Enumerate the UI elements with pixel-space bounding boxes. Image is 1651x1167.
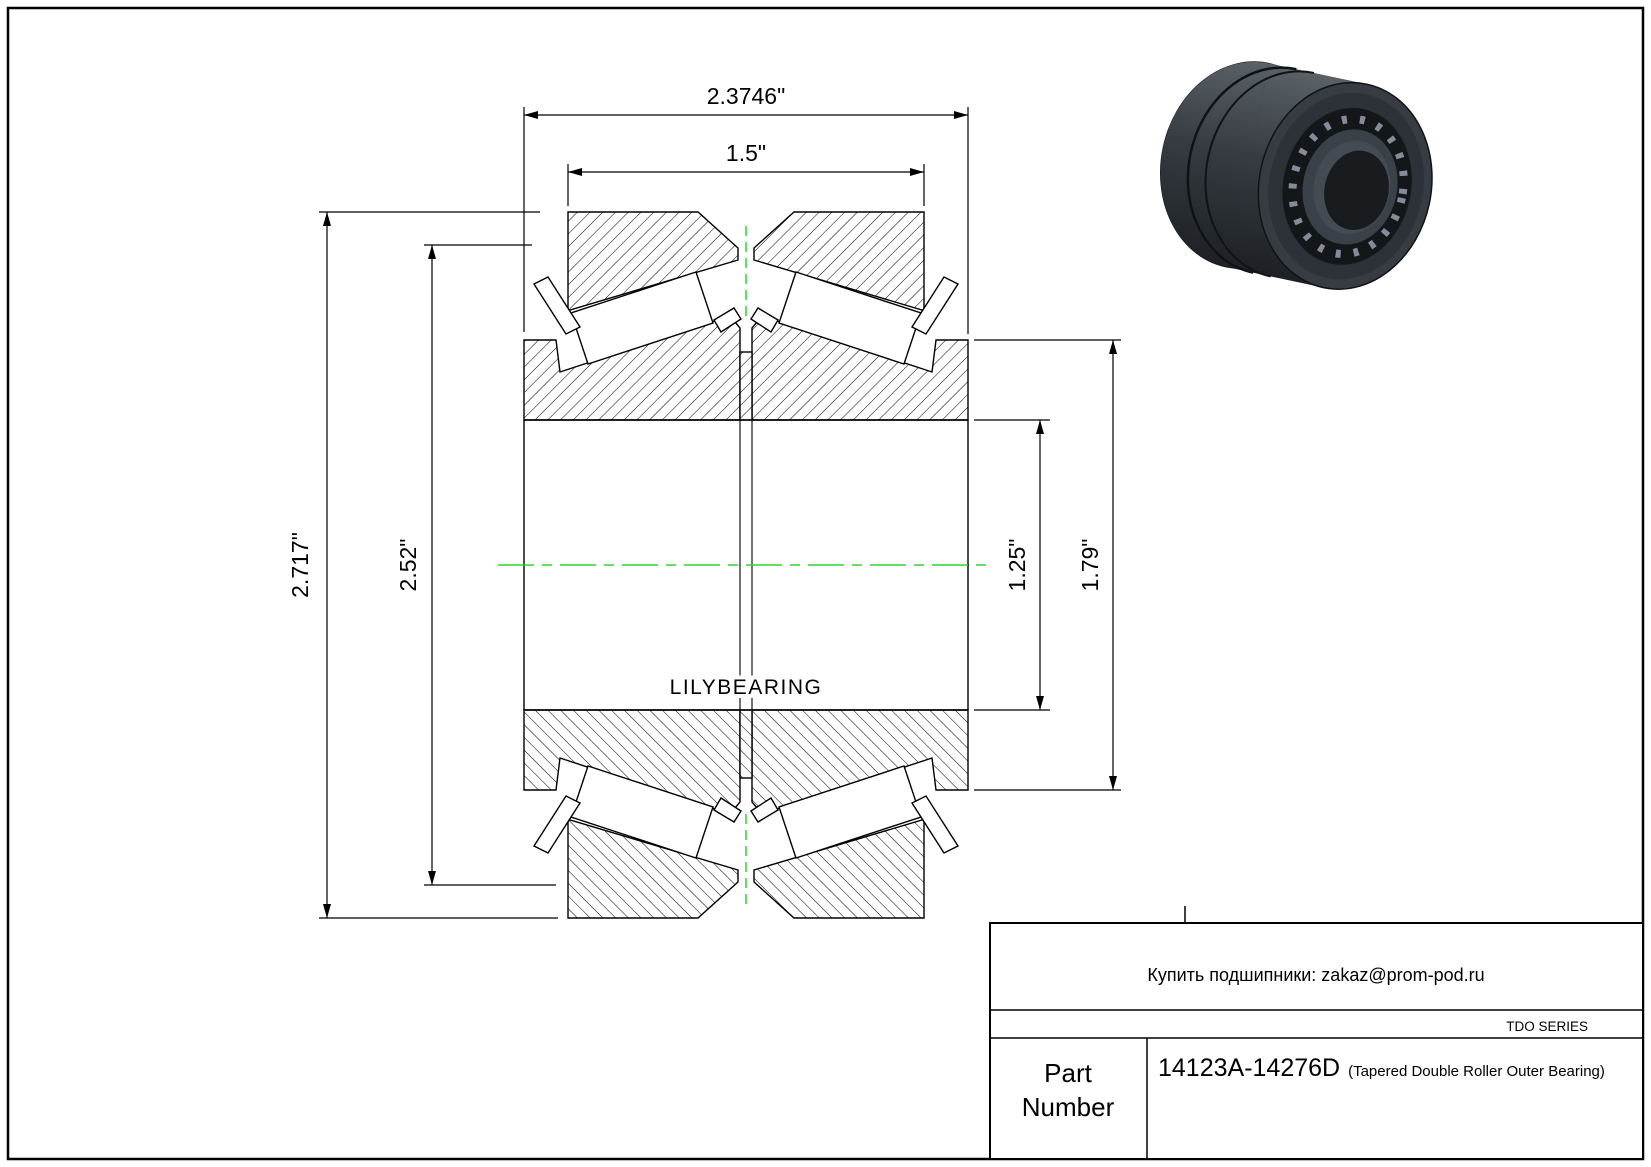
- bearing-3d-groove-line: [1204, 70, 1315, 278]
- part-number-value: 14123A-14276D: [1158, 1054, 1340, 1082]
- part-number-label-line1: Part: [1044, 1058, 1092, 1088]
- title-block-frame: [989, 922, 1644, 1160]
- part-description: (Tapered Double Roller Outer Bearing): [1348, 1063, 1605, 1080]
- cone-front-rib-right: [750, 307, 779, 333]
- dim-rib-diameter: 2.52": [395, 244, 556, 886]
- dim-overall-width-label: 2.3746": [707, 83, 786, 109]
- bearing-3d-bore-hole: [1324, 150, 1389, 231]
- dim-bore-diameter-label: 1.25": [1004, 539, 1030, 592]
- title-block: Купить подшипники: zakaz@prom-pod.ru TDO…: [989, 922, 1644, 1160]
- cage-left: [532, 276, 582, 335]
- dim-shoulder-diameter-label: 1.79": [1077, 539, 1103, 592]
- dim-shoulder-diameter: 1.79": [974, 339, 1121, 791]
- tapered-roller-right: [778, 271, 922, 365]
- dim-rib-diameter-label: 2.52": [395, 539, 421, 592]
- bearing-cross-section: [523, 211, 969, 919]
- dim-overall-width: 2.3746": [523, 83, 969, 334]
- dim-cup-width: 1.5": [567, 140, 925, 206]
- watermark-text: LILYBEARING: [670, 676, 823, 699]
- cone-spacer-section: [739, 351, 753, 421]
- dim-outer-diameter: 2.717": [287, 211, 558, 919]
- cage-right: [910, 276, 960, 335]
- bearing-3d-render: [1159, 61, 1433, 290]
- part-number-line: 14123A-14276D (Tapered Double Roller Oute…: [1158, 1054, 1605, 1082]
- contact-text: Купить подшипники: zakaz@prom-pod.ru: [1147, 965, 1484, 985]
- bearing-3d-barrel-cap: [1160, 61, 1269, 267]
- bearing-section-upper-half: [523, 211, 969, 566]
- dim-outer-diameter-label: 2.717": [287, 532, 313, 598]
- bearing-3d-groove-line: [1186, 66, 1297, 274]
- cone-front-rib-left: [713, 307, 742, 333]
- dimensions: 2.3746" 1.5" 2.717" 2.52": [287, 83, 1121, 919]
- dim-bore-diameter: 1.25": [974, 419, 1050, 711]
- series-label: TDO SERIES: [1506, 1019, 1588, 1034]
- tapered-roller-left: [570, 271, 714, 365]
- page-border: [6, 6, 1645, 1161]
- part-number-label-line2: Number: [1022, 1092, 1115, 1122]
- dim-cup-width-label: 1.5": [726, 140, 766, 166]
- bearing-section-lower-half: [523, 563, 969, 919]
